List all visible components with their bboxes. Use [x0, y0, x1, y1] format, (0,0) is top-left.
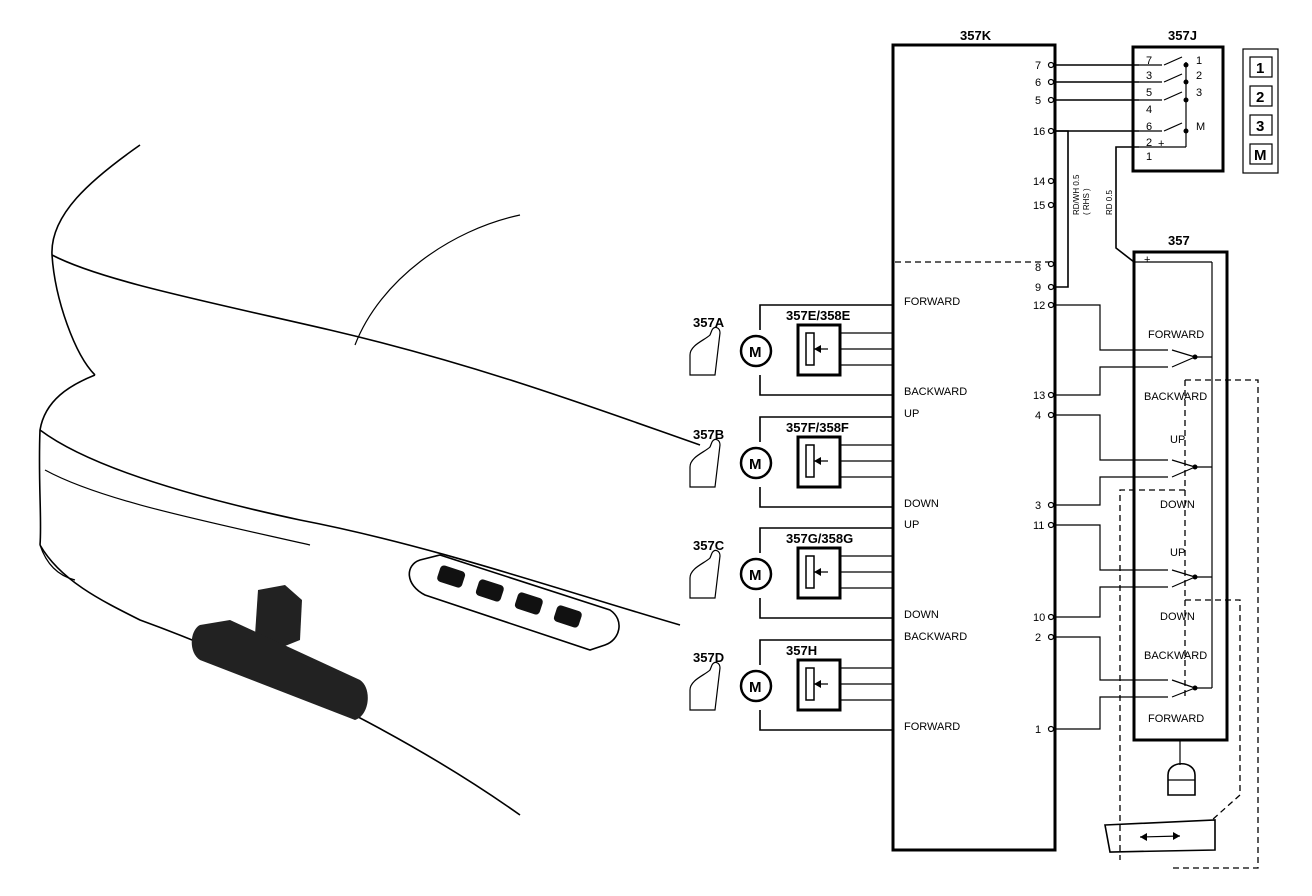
direction-label-top: UP: [904, 519, 919, 531]
position-sensor: [796, 658, 842, 712]
position-sensor: [796, 435, 842, 489]
memory-terminal-2: 2: [1146, 137, 1152, 149]
memory-buttons-legend: 1 2 3 M: [1242, 48, 1279, 174]
memory-pole-3: 3: [1196, 87, 1202, 99]
switch-label-forward-1: FORWARD: [1148, 329, 1204, 341]
seat-switch: 357 +: [1132, 233, 1229, 742]
seat-adjust-switch-illustration: [191, 585, 368, 720]
switch-label-down-3: DOWN: [1160, 611, 1195, 623]
pin-10: 10: [1033, 612, 1045, 624]
wire-label-rhs: ( RHS ): [1082, 188, 1091, 215]
position-sensor-label: 357G/358G: [786, 531, 853, 546]
module-label: 357K: [960, 28, 992, 43]
seat-memory-button-panel: [408, 554, 620, 651]
switch-label-backward-4: BACKWARD: [1144, 650, 1207, 662]
memory-pole-m: M: [1196, 121, 1205, 133]
direction-label-bottom: DOWN: [904, 609, 939, 621]
pin-16: 16: [1033, 126, 1045, 138]
direction-label-bottom: BACKWARD: [904, 386, 967, 398]
position-sensor-label: 357F/358F: [786, 420, 849, 435]
pin-15: 15: [1033, 200, 1045, 212]
pin-5: 5: [1035, 95, 1041, 107]
memory-pole-2: 2: [1196, 70, 1202, 82]
pin-3: 3: [1035, 500, 1041, 512]
motor-icon: [739, 334, 773, 368]
pin-6: 6: [1035, 77, 1041, 89]
module-pins: 7 6 5 16 14 15 8 9 12 13 4 3 11 10 2 1: [1033, 60, 1055, 736]
motor-icon: [739, 446, 773, 480]
pin-7: 7: [1035, 60, 1041, 72]
motor-symbol: M: [749, 567, 762, 584]
motor-id-label: 357D: [693, 650, 724, 665]
motor-symbol: M: [749, 679, 762, 696]
memory-plus-sign: +: [1158, 138, 1164, 150]
direction-label-top: BACKWARD: [904, 631, 967, 643]
memory-switch-wires: [1054, 64, 1139, 288]
seat-icon: [689, 326, 721, 376]
direction-label-bottom: DOWN: [904, 498, 939, 510]
wire-label-rd: RD 0.5: [1105, 190, 1114, 215]
memory-terminal-1: 1: [1146, 151, 1152, 163]
switch-label-up-3: UP: [1170, 547, 1185, 559]
position-sensor-label: 357E/358E: [786, 308, 851, 323]
position-sensor-label: 357H: [786, 643, 817, 658]
pin-1: 1: [1035, 724, 1041, 736]
pin-9: 9: [1035, 282, 1041, 294]
switch-label-up-2: UP: [1170, 434, 1185, 446]
memory-button-m: M: [1254, 147, 1267, 164]
pin-2: 2: [1035, 632, 1041, 644]
memory-button-3: 3: [1256, 118, 1264, 135]
pin-4: 4: [1035, 410, 1041, 422]
memory-switch-label: 357J: [1168, 28, 1197, 43]
seat-switch-plus: +: [1144, 254, 1150, 266]
switch-label-down-2: DOWN: [1160, 499, 1195, 511]
memory-switch: 357J 7 3 5 4 6 2 1 + 1 2 3 M: [1131, 28, 1225, 173]
pin-12: 12: [1033, 300, 1045, 312]
motors-layer: 357A M 357E/358E FORWARD BACKWARD 357B M 357F/3…: [689, 296, 967, 733]
memory-button-2: 2: [1256, 89, 1264, 106]
motor-group: 357B M 357F/358F UP DOWN: [689, 408, 939, 510]
memory-button-1: 1: [1256, 60, 1264, 77]
pin-11: 11: [1033, 520, 1044, 532]
memory-terminal-5: 5: [1146, 87, 1152, 99]
motor-group: 357C M 357G/358G UP DOWN: [689, 519, 939, 621]
seat-switch-mechanical-links: [1104, 379, 1259, 869]
seat-switch-label: 357: [1168, 233, 1190, 248]
control-module: 357K: [891, 28, 1057, 852]
seat-icon: [689, 438, 721, 488]
pin-8: 8: [1035, 262, 1041, 274]
motor-symbol: M: [749, 344, 762, 361]
pin-14: 14: [1033, 176, 1045, 188]
memory-terminal-4: 4: [1146, 104, 1152, 116]
seat-illustration: [38, 144, 701, 816]
seat-switch-contacts: [1054, 304, 1212, 730]
switch-label-backward-1: BACKWARD: [1144, 391, 1207, 403]
direction-label-top: FORWARD: [904, 296, 960, 308]
motor-id-label: 357B: [693, 427, 724, 442]
memory-pole-1: 1: [1196, 55, 1202, 67]
motor-icon: [739, 557, 773, 591]
seat-icon: [689, 549, 721, 599]
motor-id-label: 357C: [693, 538, 725, 553]
direction-label-bottom: FORWARD: [904, 721, 960, 733]
memory-terminal-6: 6: [1146, 121, 1152, 133]
motor-id-label: 357A: [693, 315, 725, 330]
motor-group: 357D M 357H BACKWARD FORWARD: [689, 631, 967, 733]
switch-label-forward-4: FORWARD: [1148, 713, 1204, 725]
pin-13: 13: [1033, 390, 1045, 402]
memory-terminal-3: 3: [1146, 70, 1152, 82]
direction-label-top: UP: [904, 408, 919, 420]
position-sensor: [796, 546, 842, 600]
motor-icon: [739, 669, 773, 703]
motor-symbol: M: [749, 456, 762, 473]
seat-icon: [689, 661, 721, 711]
wire-label-rd-wh: RD/WH 0.5: [1072, 174, 1081, 215]
memory-terminal-7: 7: [1146, 55, 1152, 67]
motor-group: 357A M 357E/358E FORWARD BACKWARD: [689, 296, 967, 398]
position-sensor: [796, 323, 842, 377]
